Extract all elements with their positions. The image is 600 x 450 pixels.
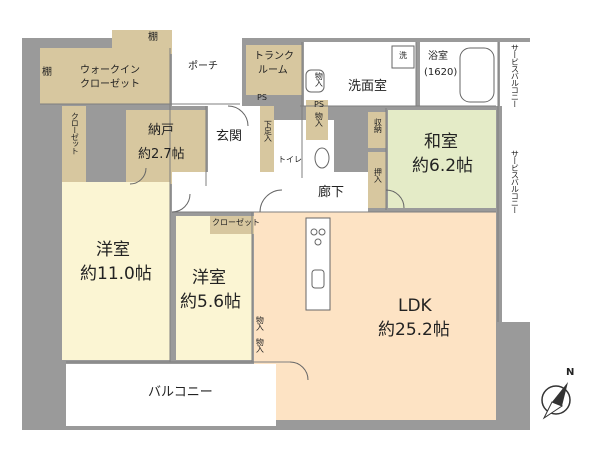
oshiire-label: 押入 xyxy=(373,168,383,182)
entrance-label: 玄関 xyxy=(216,129,243,144)
stove-burner-icon xyxy=(314,238,322,246)
bath-label: 浴室 xyxy=(428,51,448,62)
shuno-floor xyxy=(368,112,386,148)
youshitsu2-label: 洋室 xyxy=(192,268,226,288)
nando-label: 納戸 xyxy=(148,123,175,138)
ldk-label: LDK xyxy=(398,296,432,316)
walkin-closet-label-2: クローゼット xyxy=(80,79,140,90)
trunk-room-label-2: ルーム xyxy=(258,65,288,76)
kitchen-sink-icon xyxy=(311,269,325,289)
service-balcony-right-label: サービスバルコニー xyxy=(510,150,520,213)
toilet-label: トイレ xyxy=(278,155,302,164)
shoe-box-label: 下足入 xyxy=(263,120,273,141)
compass-needle-icon xyxy=(552,382,568,406)
shelf-left-label: 棚 xyxy=(42,67,52,78)
washitsu-label: 和室 xyxy=(424,132,458,152)
closet-top-label: クローゼット xyxy=(212,218,260,227)
kitchen-counter xyxy=(305,217,331,311)
nando-floor xyxy=(126,110,206,184)
shoe-box-floor xyxy=(260,106,274,172)
corridor-floor xyxy=(172,172,368,212)
youshitsu1-floor xyxy=(62,182,170,360)
youshitsu2-floor xyxy=(176,216,252,360)
porch-floor xyxy=(172,30,242,106)
closet-top-floor xyxy=(210,216,254,234)
stove-burner-icon xyxy=(310,228,318,236)
corridor-label: 廊下 xyxy=(318,185,345,200)
walkin-closet-label-1: ウォークイン xyxy=(80,65,140,76)
entrance-floor xyxy=(208,106,262,172)
north-label: N xyxy=(566,367,575,378)
service-balcony-right-floor xyxy=(502,106,530,322)
washing-machine-label: 洗 xyxy=(399,51,407,60)
closet-left-label: クローゼット xyxy=(70,112,80,154)
oshiire-floor xyxy=(368,152,386,208)
storage-d-label: 物入 xyxy=(255,338,265,352)
youshitsu1-label: 洋室 xyxy=(96,240,130,260)
balcony-floor xyxy=(66,364,276,426)
ps-upper-label: PS xyxy=(257,93,267,102)
bathtub-icon xyxy=(459,47,495,103)
ps-lower-label: PS xyxy=(314,100,324,109)
trunk-room-label-1: トランク xyxy=(254,51,294,62)
washbasin-icon xyxy=(305,69,325,93)
washitsu-floor xyxy=(388,110,496,208)
wash-room-label: 洗面室 xyxy=(348,79,388,94)
shelf-left-floor xyxy=(40,58,70,102)
wall-lines xyxy=(40,42,499,363)
trunk-room-floor xyxy=(246,45,302,95)
compass-tail-icon xyxy=(542,401,564,420)
toilet-bowl-icon xyxy=(314,147,330,169)
ldk-size-label: 約25.2帖 xyxy=(378,320,450,340)
storage-b-label: 物入 xyxy=(314,112,324,126)
shuno-label: 収納 xyxy=(373,118,383,132)
closet-left-floor xyxy=(62,106,86,182)
shelf-top-floor xyxy=(112,30,172,54)
service-balcony-top-floor xyxy=(500,42,530,106)
shelf-top-label: 棚 xyxy=(148,32,158,43)
storage-a-label: 物入 xyxy=(314,72,324,86)
nando-size-label: 約2.7帖 xyxy=(138,147,185,162)
ldk-floor xyxy=(254,212,496,420)
storage-b-floor xyxy=(306,100,328,140)
bath-size-label: (1620) xyxy=(424,67,458,78)
stove-burner-icon xyxy=(318,228,326,236)
door-swings xyxy=(129,105,405,381)
storage-c-label: 物入 xyxy=(255,316,265,330)
washitsu-size-label: 約6.2帖 xyxy=(412,156,474,176)
youshitsu1-size-label: 約11.0帖 xyxy=(80,264,152,284)
porch-label: ポーチ xyxy=(188,61,218,72)
compass-circle xyxy=(541,385,571,415)
balcony-label: バルコニー xyxy=(148,385,213,400)
washing-machine-spot xyxy=(391,45,415,69)
service-balcony-top-label: サービスバルコニー xyxy=(510,44,520,107)
youshitsu2-size-label: 約5.6帖 xyxy=(180,292,242,312)
